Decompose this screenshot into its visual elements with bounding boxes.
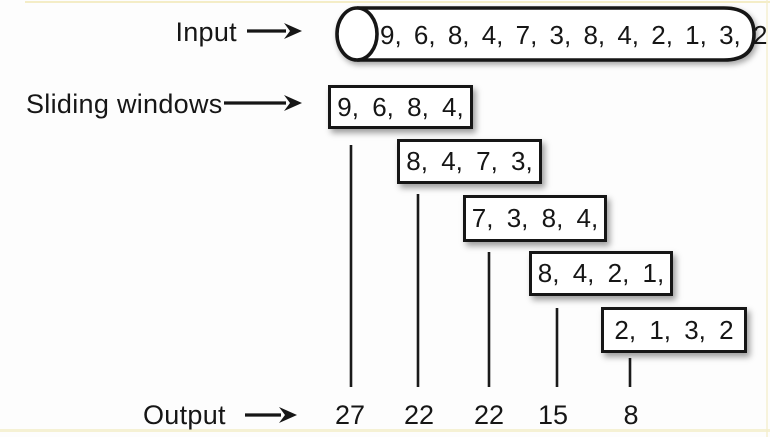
output-value-4: 15 — [537, 400, 569, 430]
window-values-2: 8, 4, 7, 3, — [406, 146, 533, 176]
window-box-2: 8, 4, 7, 3, — [397, 139, 542, 184]
window-box-4: 8, 4, 2, 1, — [529, 251, 673, 296]
sliding-windows-label: Sliding windows — [26, 89, 223, 119]
input-arrow-icon — [247, 23, 302, 39]
input-cylinder — [335, 6, 756, 62]
frame-highlight-bottom — [0, 429, 770, 432]
window-values-3: 7, 3, 8, 4, — [471, 203, 599, 233]
window-values-4: 8, 4, 2, 1, — [537, 258, 665, 288]
input-label: Input — [175, 17, 237, 47]
window-box-3: 7, 3, 8, 4, — [463, 195, 607, 242]
window-box-5: 2, 1, 3, 2 — [601, 307, 747, 353]
output-arrow-icon — [245, 407, 297, 423]
frame-highlight-top — [25, 1, 770, 3]
input-sequence: 9, 6, 8, 4, 7, 3, 8, 4, 2, 1, 3, 2 — [380, 20, 768, 50]
sliding-windows-arrow-icon — [224, 95, 302, 111]
frame-highlight-right — [766, 0, 768, 437]
window-box-1: 9, 6, 8, 4, — [328, 85, 473, 129]
output-value-5: 8 — [623, 400, 639, 430]
output-value-2: 22 — [403, 400, 435, 430]
output-value-3: 22 — [473, 400, 505, 430]
output-label: Output — [143, 400, 226, 430]
window-values-1: 9, 6, 8, 4, — [337, 91, 464, 122]
output-value-1: 27 — [334, 400, 366, 430]
window-values-5: 2, 1, 3, 2 — [614, 314, 734, 345]
